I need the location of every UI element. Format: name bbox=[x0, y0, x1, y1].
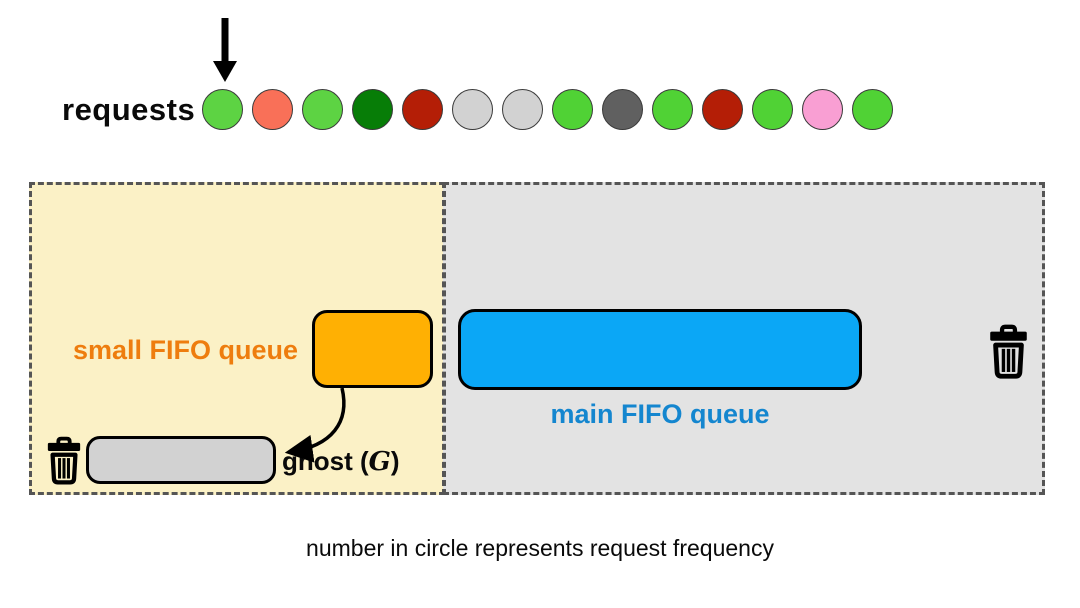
request-circle bbox=[552, 89, 593, 130]
main-queue-label: main FIFO queue bbox=[550, 399, 770, 429]
main-fifo-queue-box bbox=[458, 309, 862, 390]
request-circle bbox=[602, 89, 643, 130]
request-circle bbox=[202, 89, 243, 130]
requests-label: requests bbox=[62, 92, 196, 127]
request-circle bbox=[502, 89, 543, 130]
curved-arrow-icon bbox=[284, 387, 346, 463]
request-circle bbox=[752, 89, 793, 130]
trash-icon bbox=[990, 324, 1027, 379]
caption: number in circle represents request freq… bbox=[306, 535, 774, 561]
down-arrow-icon bbox=[213, 18, 237, 82]
request-circle bbox=[652, 89, 693, 130]
ghost-symbol: G bbox=[368, 447, 391, 477]
request-circle bbox=[802, 89, 843, 130]
ghost-queue-box bbox=[86, 436, 276, 484]
request-circle bbox=[252, 89, 293, 130]
request-circle bbox=[702, 89, 743, 130]
request-circle bbox=[452, 89, 493, 130]
trash-icon bbox=[47, 436, 81, 485]
request-circle bbox=[402, 89, 443, 130]
ghost-label-suffix: ) bbox=[390, 446, 400, 476]
request-circle bbox=[302, 89, 343, 130]
request-circle bbox=[852, 89, 893, 130]
request-circles bbox=[202, 89, 893, 130]
small-queue-label: small FIFO queue bbox=[73, 335, 299, 365]
request-circle bbox=[352, 89, 393, 130]
small-fifo-queue-box bbox=[312, 310, 433, 388]
